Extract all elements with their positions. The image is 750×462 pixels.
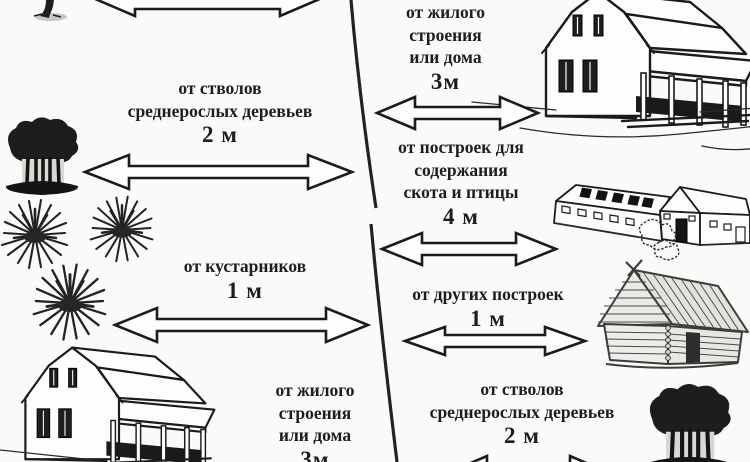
distance-value: 3м (300, 446, 330, 462)
double-arrow-icon (401, 325, 589, 357)
distance-value: 2 м (504, 423, 540, 448)
label-line: строения (278, 402, 352, 423)
label-line: или дома (409, 47, 482, 67)
distance-value: 1 м (470, 305, 506, 331)
log-cabin-icon (597, 259, 749, 369)
label-right-livestock: от построек для содержания скота и птицы… (371, 136, 551, 230)
label-line: содержания (414, 159, 508, 180)
double-arrow-icon (469, 454, 588, 462)
distance-value: 3м (430, 68, 461, 94)
label-line: или дома (278, 425, 352, 445)
label-left-trees: от стволов среднерослых деревьев 2 м (70, 77, 370, 148)
livestock-barn-icon (553, 184, 750, 261)
label-right-other: от других построек 1 м (393, 283, 583, 332)
house-icon (540, 0, 750, 129)
boundary-divider-line (349, 0, 399, 462)
label-line: от жилого (275, 380, 355, 400)
double-arrow-icon (111, 306, 372, 344)
label-line: от построек для (398, 137, 524, 157)
double-arrow-icon (94, 0, 321, 18)
ground-line (0, 449, 95, 461)
double-arrow-icon (81, 153, 356, 191)
house-icon (20, 346, 216, 462)
label-line: скота и птицы (403, 182, 519, 202)
label-line: среднерослых деревьев (429, 401, 615, 422)
label-line: строения (409, 24, 482, 45)
distance-value: 2 м (202, 122, 238, 147)
label-left-shrubs: от кустарников 1 м (135, 255, 355, 304)
animals-sketch (638, 218, 680, 261)
label-left-house: от жилого строения или дома 3м (245, 379, 385, 462)
double-arrow-icon (378, 231, 560, 267)
distance-value: 4 м (443, 203, 479, 229)
medium-trees-icon (4, 115, 81, 197)
label-line: от стволов (480, 379, 564, 399)
label-line: среднерослых деревьев (127, 100, 313, 121)
label-right-house: от жилого строения или дома 3м (383, 1, 508, 95)
double-arrow-icon (373, 95, 542, 131)
label-line: от других построек (412, 284, 564, 304)
shrub-icon (0, 198, 69, 270)
shrub-icon (89, 195, 154, 263)
label-line: от стволов (178, 78, 262, 98)
label-line: от жилого (405, 2, 486, 22)
shrub-icon (32, 263, 107, 341)
label-right-trees: от стволов среднерослых деревьев 2 м (402, 378, 642, 449)
medium-trees-icon (647, 384, 730, 462)
label-line: от кустарников (183, 256, 307, 276)
distance-value: 1 м (227, 277, 263, 303)
tree-trunk-icon (33, 0, 67, 21)
